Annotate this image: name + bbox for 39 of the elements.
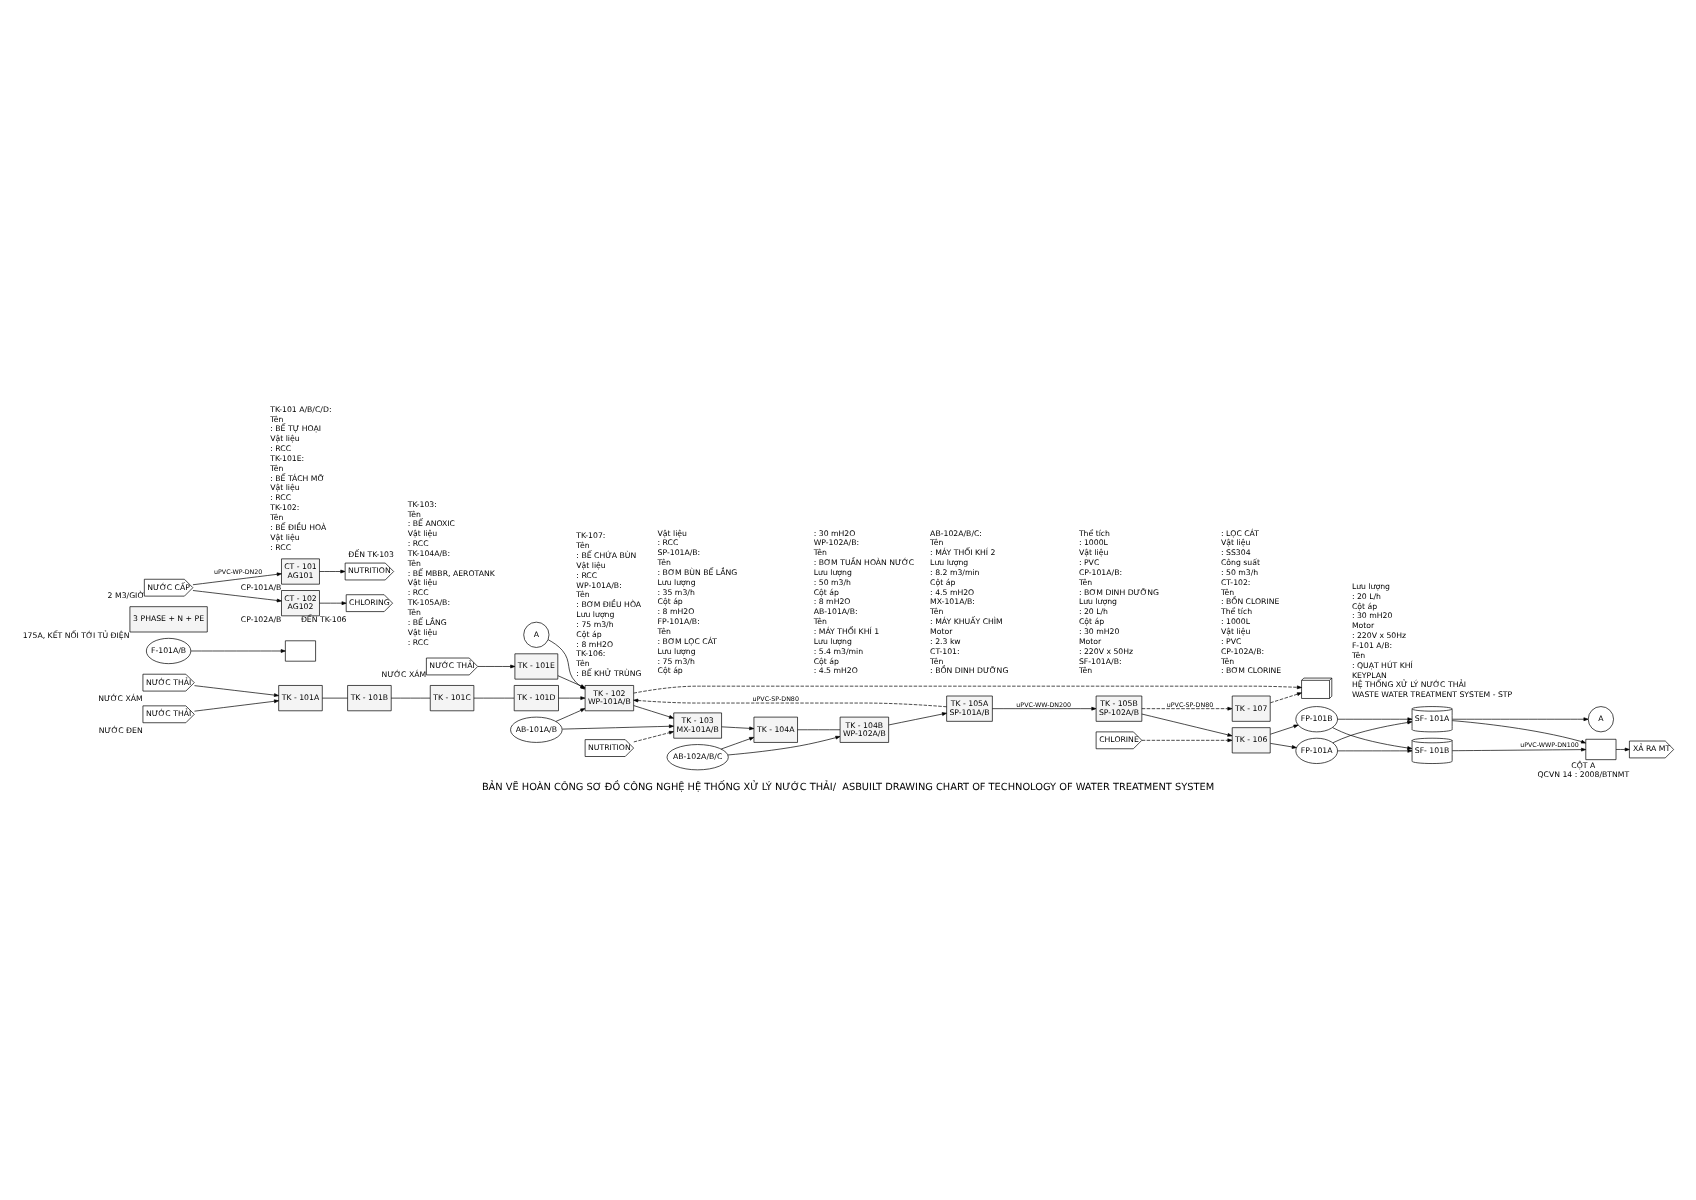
arrow bbox=[319, 569, 346, 574]
arrow bbox=[720, 737, 755, 750]
arrow bbox=[192, 572, 282, 586]
arrow bbox=[190, 649, 286, 653]
arrow bbox=[727, 735, 841, 756]
arrow bbox=[1452, 717, 1589, 722]
arrow bbox=[1452, 747, 1587, 752]
arrow bbox=[1141, 738, 1233, 743]
arrow bbox=[721, 726, 755, 731]
connector bbox=[797, 729, 841, 731]
arrow bbox=[319, 601, 347, 605]
arrow bbox=[1270, 724, 1299, 735]
arrow bbox=[1270, 743, 1297, 749]
arrow bbox=[192, 590, 282, 603]
arrow bbox=[1332, 720, 1413, 744]
arrow bbox=[194, 685, 279, 697]
arrow bbox=[562, 724, 674, 730]
node-box bbox=[1585, 738, 1617, 760]
arrow bbox=[888, 712, 947, 726]
arrow bbox=[558, 696, 586, 700]
node-box bbox=[285, 640, 316, 662]
arrow bbox=[633, 730, 674, 743]
arrow bbox=[1270, 692, 1302, 704]
arrow bbox=[555, 708, 586, 722]
arrow bbox=[194, 699, 279, 712]
arrow bbox=[633, 685, 1302, 694]
arrow bbox=[477, 664, 516, 669]
arrow bbox=[1141, 706, 1233, 711]
arrow bbox=[1337, 717, 1413, 722]
arrow bbox=[633, 698, 947, 708]
arrow bbox=[1141, 713, 1233, 737]
arrow bbox=[1332, 727, 1413, 750]
arrow bbox=[1615, 747, 1630, 752]
arrow bbox=[1337, 749, 1413, 753]
arrow bbox=[633, 705, 674, 719]
arrow bbox=[1452, 720, 1586, 744]
arrow bbox=[992, 706, 1097, 711]
connector bbox=[322, 697, 348, 699]
connector bbox=[390, 697, 431, 699]
